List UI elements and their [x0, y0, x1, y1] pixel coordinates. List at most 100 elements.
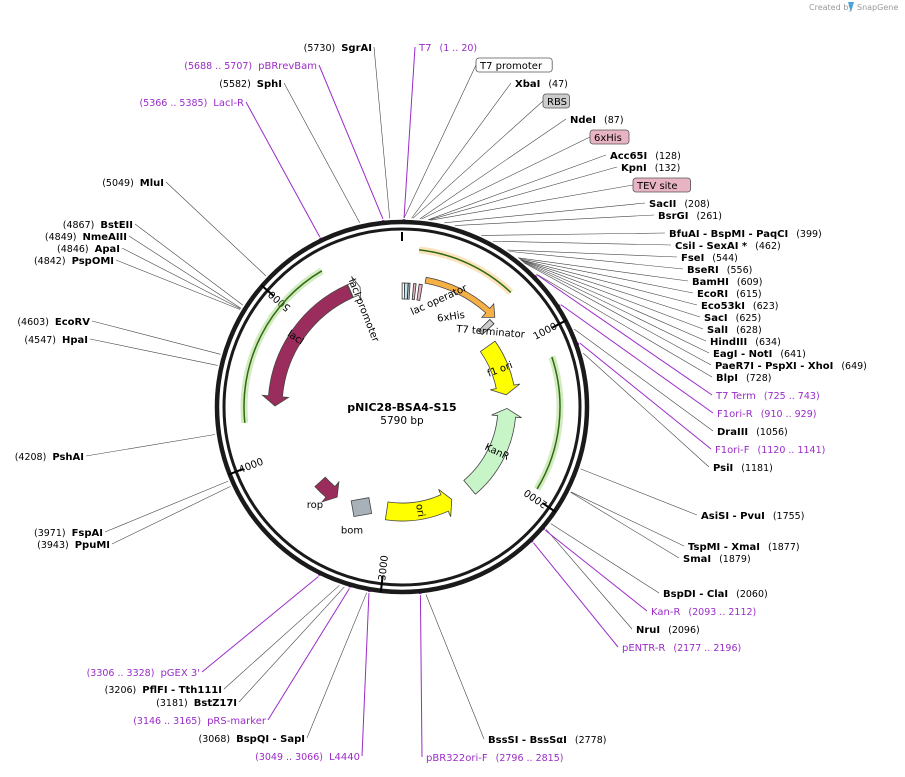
- credit: Created by SnapGene: [809, 2, 898, 12]
- enzyme-label-psii: PsiI(1181): [713, 463, 773, 474]
- plasmid-name: pNIC28-BSA4-S15: [347, 401, 456, 414]
- primer-name: pENTR-R: [622, 643, 665, 654]
- primer-name: L4440: [329, 752, 360, 763]
- enzyme-leader: [518, 258, 694, 294]
- enzyme-leader: [545, 529, 633, 630]
- enzyme-label-nmeaiii: (4849)NmeAIII: [45, 232, 127, 243]
- primer-position: (3306 .. 3328): [87, 668, 155, 679]
- enzyme-name: SphI: [257, 79, 282, 90]
- primer-leader: [533, 542, 619, 648]
- enzyme-leader: [481, 232, 666, 236]
- enzyme-label-bspqi-sapi: (3068)BspQI - SapI: [199, 734, 306, 745]
- backbone: [214, 219, 590, 595]
- enzyme-name: CsiI - SexAI *: [675, 241, 748, 252]
- enzyme-name: EcoRI: [697, 289, 728, 300]
- enzyme-name: MluI: [140, 178, 164, 189]
- enzyme-leader: [550, 523, 660, 594]
- enzyme-leader: [128, 235, 242, 309]
- enzyme-position: (628): [736, 325, 762, 336]
- primer-label-pentr-r: pENTR-R (2177 .. 2196): [622, 643, 741, 654]
- enzyme-position: (3068): [199, 734, 231, 745]
- enzyme-name: SmaI: [683, 554, 711, 565]
- primer-leader: [361, 593, 370, 757]
- primer-label-kan-r: Kan-R (2093 .. 2112): [651, 607, 756, 618]
- enzyme-label-bspdi-clai: BspDI - ClaI(2060): [663, 589, 768, 600]
- enzyme-name: EagI - NotI: [713, 349, 772, 360]
- enzyme-position: (1879): [719, 554, 751, 565]
- enzyme-name: XbaI: [515, 79, 540, 90]
- enzyme-label-kpni: KpnI (132): [621, 163, 680, 174]
- enzyme-position: (3971): [34, 528, 66, 539]
- enzyme-leader: [492, 240, 672, 246]
- enzyme-position: (2096): [668, 625, 700, 636]
- enzyme-name: NdeI: [570, 115, 596, 126]
- enzyme-leader: [425, 594, 485, 740]
- inner-label-t7-terminator: T7 terminator: [455, 324, 526, 341]
- primer-position: (5366 .. 5385): [139, 98, 207, 109]
- enzyme-position: (5049): [102, 178, 134, 189]
- boxed-label-leader: [403, 64, 477, 219]
- enzyme-label-sacii: SacII (208): [649, 199, 710, 210]
- site-labels: (5730)SgrAI(5582)SphI(5049)MluI(4867)Bst…: [15, 43, 867, 764]
- enzyme-name: Eco53kI: [701, 301, 745, 312]
- feature-laci-promoter: [347, 276, 362, 301]
- enzyme-position: (4867): [63, 220, 95, 231]
- enzyme-name: BfuAI - BspMI - PaqCI: [669, 229, 788, 240]
- primer-name: pRS-marker: [207, 716, 267, 727]
- boxed-label-box: [632, 177, 691, 193]
- primer-label-l4440: (3049 .. 3066)L4440: [255, 752, 360, 763]
- primer-leader: [536, 274, 713, 396]
- enzyme-name: PflFI - Tth111I: [142, 685, 222, 696]
- enzyme-name: EcoRV: [55, 317, 90, 328]
- enzyme-position: (132): [655, 163, 681, 174]
- enzyme-label-tspmi-xmai: TspMI - XmaI(1877): [688, 542, 800, 553]
- boxed-label-box: [475, 57, 553, 73]
- enzyme-label-hpai: (4547)HpaI: [24, 335, 88, 346]
- enzyme-label-sali: SalI (628): [707, 325, 762, 336]
- enzyme-name: SalI: [707, 325, 728, 336]
- primer-position: (2177 .. 2196): [673, 643, 741, 654]
- primer-name: T7 Term: [715, 391, 756, 402]
- enzyme-leader: [85, 434, 216, 457]
- enzyme-leader: [524, 262, 712, 366]
- feature-orf: [424, 276, 496, 318]
- enzyme-position: (208): [684, 199, 710, 210]
- enzyme-leader: [111, 486, 231, 545]
- enzyme-leader: [223, 585, 340, 690]
- primer-position: (1120 .. 1141): [757, 445, 825, 456]
- primer-leader: [544, 529, 648, 612]
- enzyme-label-asisi-pvui: AsiSI - PvuI (1755): [701, 511, 804, 522]
- enzyme-leader: [580, 468, 698, 516]
- enzyme-label-bsteii: (4867)BstEII: [63, 220, 133, 231]
- enzyme-name: SacI: [704, 313, 728, 324]
- primer-label-pbrrevbam: (5688 .. 5707)pBRrevBam: [184, 61, 317, 72]
- enzyme-name: SgrAI: [341, 43, 372, 54]
- enzyme-leader: [91, 320, 221, 355]
- enzyme-name: SacII: [649, 199, 676, 210]
- enzyme-label-bsssi-bsss-i: BssSI - BssSαI(2778): [488, 735, 606, 746]
- enzyme-name: HindIII: [710, 337, 747, 348]
- feature-rop-label: rop: [307, 500, 323, 511]
- primer-position: (2093 .. 2112): [688, 607, 756, 618]
- boxed-label-box: [542, 93, 571, 109]
- enzyme-position: (615): [736, 289, 762, 300]
- enzyme-position: (634): [755, 337, 781, 348]
- enzyme-position: (128): [655, 151, 681, 162]
- enzyme-position: (728): [746, 373, 772, 384]
- primer-name: Kan-R: [651, 607, 680, 618]
- enzyme-position: (641): [780, 349, 806, 360]
- enzyme-leader: [444, 202, 646, 224]
- enzyme-position: (649): [841, 361, 867, 372]
- enzyme-name: BstZ17I: [194, 698, 237, 709]
- enzyme-label-fsei: FseI(544): [681, 253, 738, 264]
- enzyme-name: AsiSI - PvuI: [701, 511, 765, 522]
- enzyme-leader: [428, 154, 607, 221]
- primer-label-t7-term: T7 Term(725 .. 743): [715, 391, 820, 402]
- enzyme-name: KpnI: [621, 163, 647, 174]
- enzyme-leader: [522, 261, 710, 354]
- enzyme-label-ndei: NdeI(87): [570, 115, 624, 126]
- enzyme-position: (2060): [736, 589, 768, 600]
- enzyme-position: (1755): [773, 511, 805, 522]
- enzyme-leader: [428, 166, 618, 221]
- enzyme-label-pspomi: (4842)PspOMI: [34, 256, 114, 267]
